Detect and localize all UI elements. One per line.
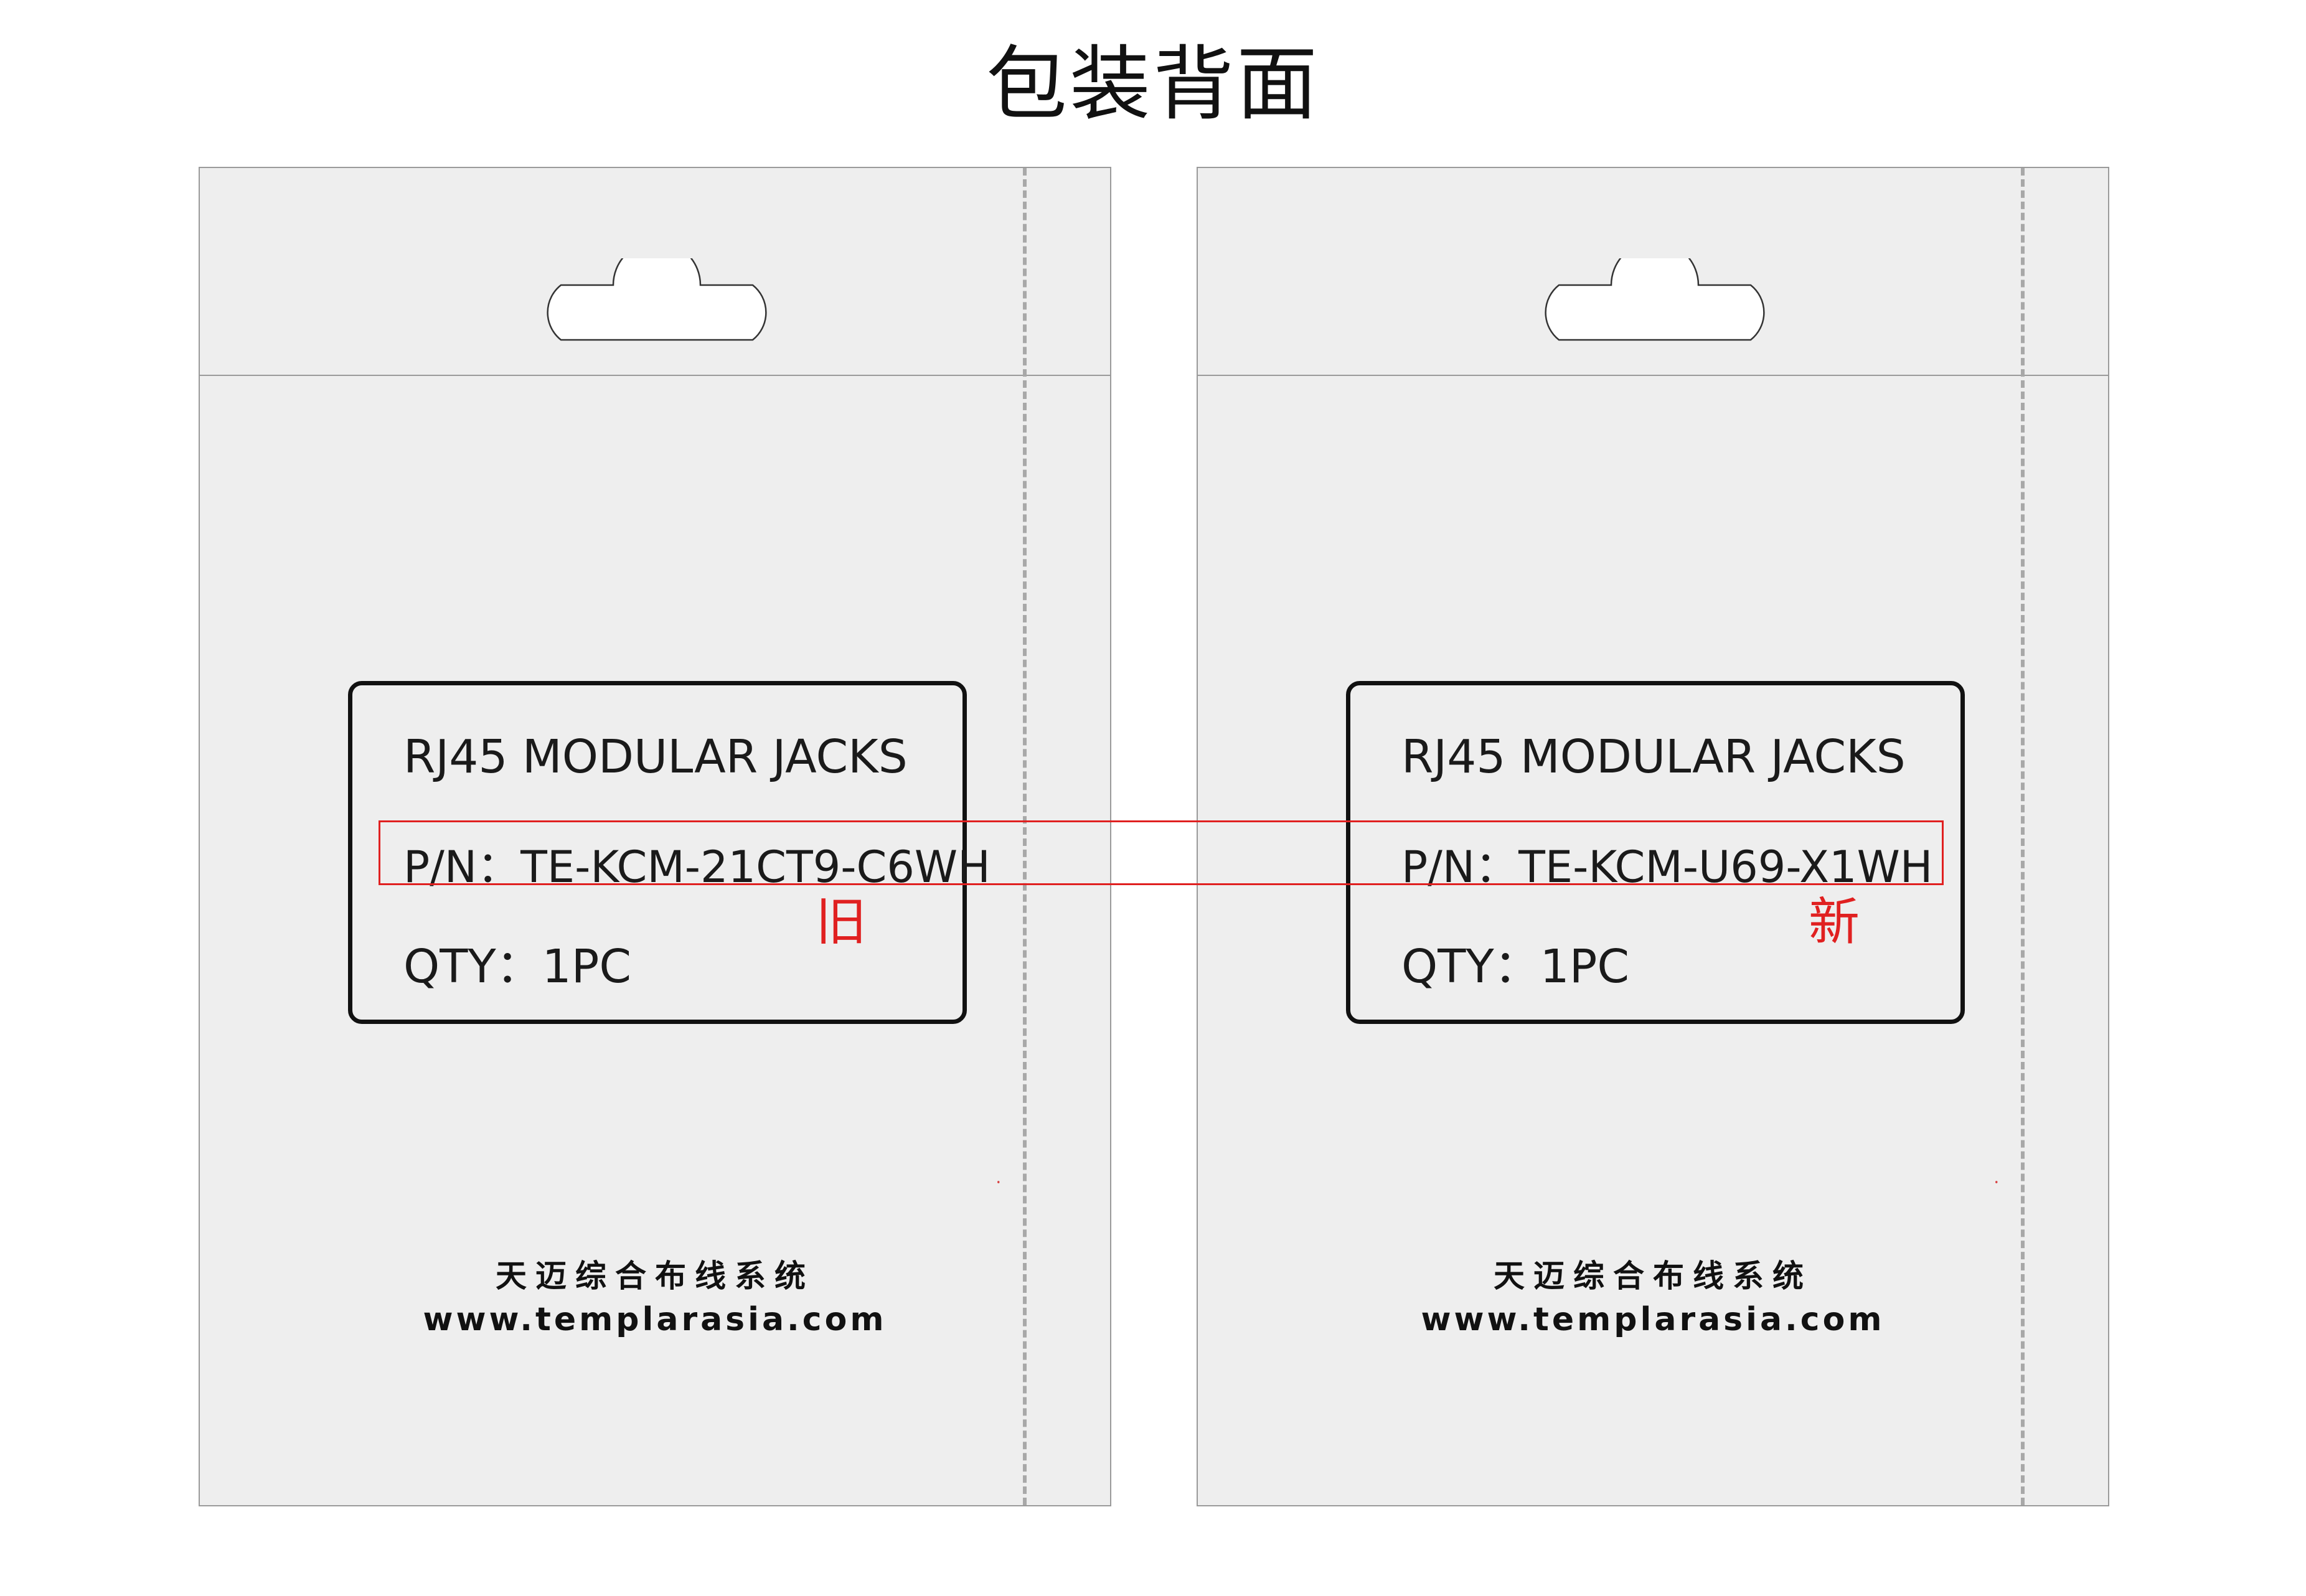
hang-hole-icon bbox=[547, 258, 767, 341]
website: www.templarasia.com bbox=[1421, 1301, 1885, 1338]
website: www.templarasia.com bbox=[423, 1301, 887, 1338]
hang-hole-icon bbox=[1545, 258, 1765, 341]
old-tag: 旧 bbox=[816, 893, 867, 952]
package-back-old: RJ45 MODULAR JACKS P/N：TE-KCM-21CT9-C6WH… bbox=[199, 167, 1111, 1506]
product-name: RJ45 MODULAR JACKS bbox=[1401, 730, 1906, 784]
hanger-fold-line bbox=[200, 375, 1110, 376]
quantity: QTY：1PC bbox=[403, 940, 632, 993]
stray-mark: ⸱ bbox=[996, 1172, 1001, 1193]
quantity: QTY：1PC bbox=[1401, 940, 1630, 993]
package-back-new: RJ45 MODULAR JACKS P/N：TE-KCM-U69-X1WH Q… bbox=[1197, 167, 2109, 1506]
brand-name: 天迈综合布线系统 bbox=[1494, 1258, 1812, 1294]
new-tag: 新 bbox=[1809, 893, 1860, 952]
product-name: RJ45 MODULAR JACKS bbox=[403, 730, 908, 784]
hanger-fold-line bbox=[1198, 375, 2108, 376]
perforation-line bbox=[2021, 168, 2025, 1505]
perforation-line bbox=[1023, 168, 1027, 1505]
brand-name: 天迈综合布线系统 bbox=[496, 1258, 814, 1294]
page-title: 包装背面 bbox=[986, 37, 1320, 131]
product-label: RJ45 MODULAR JACKS P/N：TE-KCM-U69-X1WH Q… bbox=[1346, 681, 1965, 1024]
part-number-highlight bbox=[379, 820, 1944, 885]
stray-mark: ⸱ bbox=[1994, 1172, 1999, 1193]
